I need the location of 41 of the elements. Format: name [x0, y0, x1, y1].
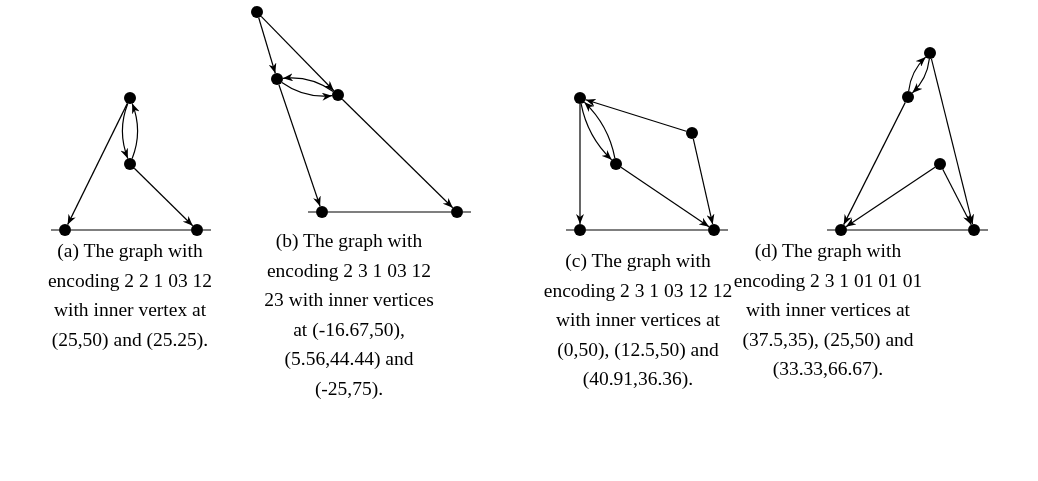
vertex-dot — [708, 224, 720, 236]
arrow — [258, 17, 277, 74]
arrow — [120, 103, 129, 159]
vertex-dot — [968, 224, 980, 236]
subfigure-caption: (a) The graph with encoding 2 2 1 03 12 with inner vertex at (25,50) and (25.25). — [46, 239, 214, 352]
arrow — [930, 58, 974, 225]
arrow — [845, 166, 936, 228]
vertex-dot — [124, 158, 136, 170]
arrow — [281, 81, 333, 101]
vertex-dot — [191, 224, 203, 236]
vertex-dot — [251, 6, 263, 18]
arrow — [260, 15, 335, 92]
arrow — [131, 103, 140, 159]
arrow — [576, 103, 584, 225]
arrow — [585, 98, 687, 132]
arrow — [692, 138, 715, 225]
vertex-dot — [271, 73, 283, 85]
vertex-dot — [686, 127, 698, 139]
vertex-dot — [835, 224, 847, 236]
arrow — [620, 166, 710, 228]
vertex-dot — [610, 158, 622, 170]
arrow — [133, 167, 194, 227]
arrow — [282, 73, 334, 93]
vertex-dot — [902, 91, 914, 103]
vertex-dot — [316, 206, 328, 218]
arrow — [843, 101, 906, 226]
vertex-dot — [451, 206, 463, 218]
subfigure-caption: (b) The graph with encoding 2 3 1 03 12 23 with inner vertices at (-16.67,50), (5.56,44.44) and (-25,75). — [263, 229, 435, 401]
arrow — [278, 84, 321, 207]
vertex-dot — [124, 92, 136, 104]
vertex-dot — [332, 89, 344, 101]
vertex-dot — [574, 224, 586, 236]
vertex-dot — [934, 158, 946, 170]
vertex-dot — [924, 47, 936, 59]
arrow — [341, 98, 454, 209]
subfigure-caption: (d) The graph with encoding 2 3 1 01 01 01 with inner vertices at (37.5,35), (25,50) and (33.33,66.67). — [733, 239, 923, 381]
vertex-dot — [574, 92, 586, 104]
vertex-dot — [59, 224, 71, 236]
arrow — [942, 168, 972, 226]
arrow — [67, 102, 128, 226]
subfigure-caption: (c) The graph with encoding 2 3 1 03 12 12 with inner vertices at (0,50), (12.5,50) and (40.91,36.36). — [542, 249, 734, 391]
